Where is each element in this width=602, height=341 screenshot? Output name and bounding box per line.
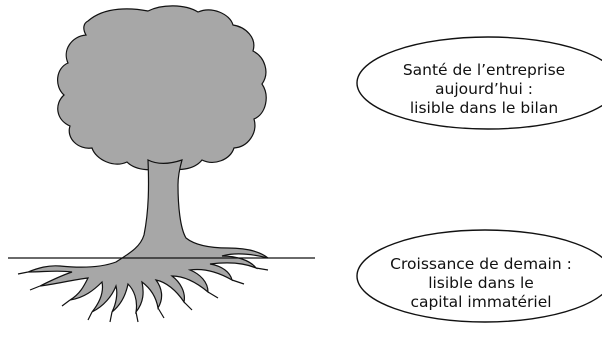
bubble-today-line-1: Santé de l’entreprise (402, 61, 566, 79)
bubble-today-line-2: aujourd’hui : (435, 80, 533, 98)
bubble-tomorrow-text: Croissance de demain : lisible dans le c… (363, 255, 599, 312)
bubble-tomorrow-line-2: lisible dans le (428, 274, 534, 292)
tree-trunk-icon (27, 159, 269, 315)
bubble-tomorrow-line-3: capital immatériel (410, 293, 552, 311)
tree-crown-icon (57, 5, 267, 171)
bubble-today-text: Santé de l’entreprise aujourd’hui : lisi… (370, 61, 598, 118)
bubble-today-outline (356, 36, 602, 130)
bubble-tomorrow-line-1: Croissance de demain : (390, 255, 572, 273)
root-hairs-icon (17, 267, 269, 323)
bubble-today-line-3: lisible dans le bilan (409, 99, 559, 117)
bubble-tomorrow-outline (356, 229, 602, 323)
